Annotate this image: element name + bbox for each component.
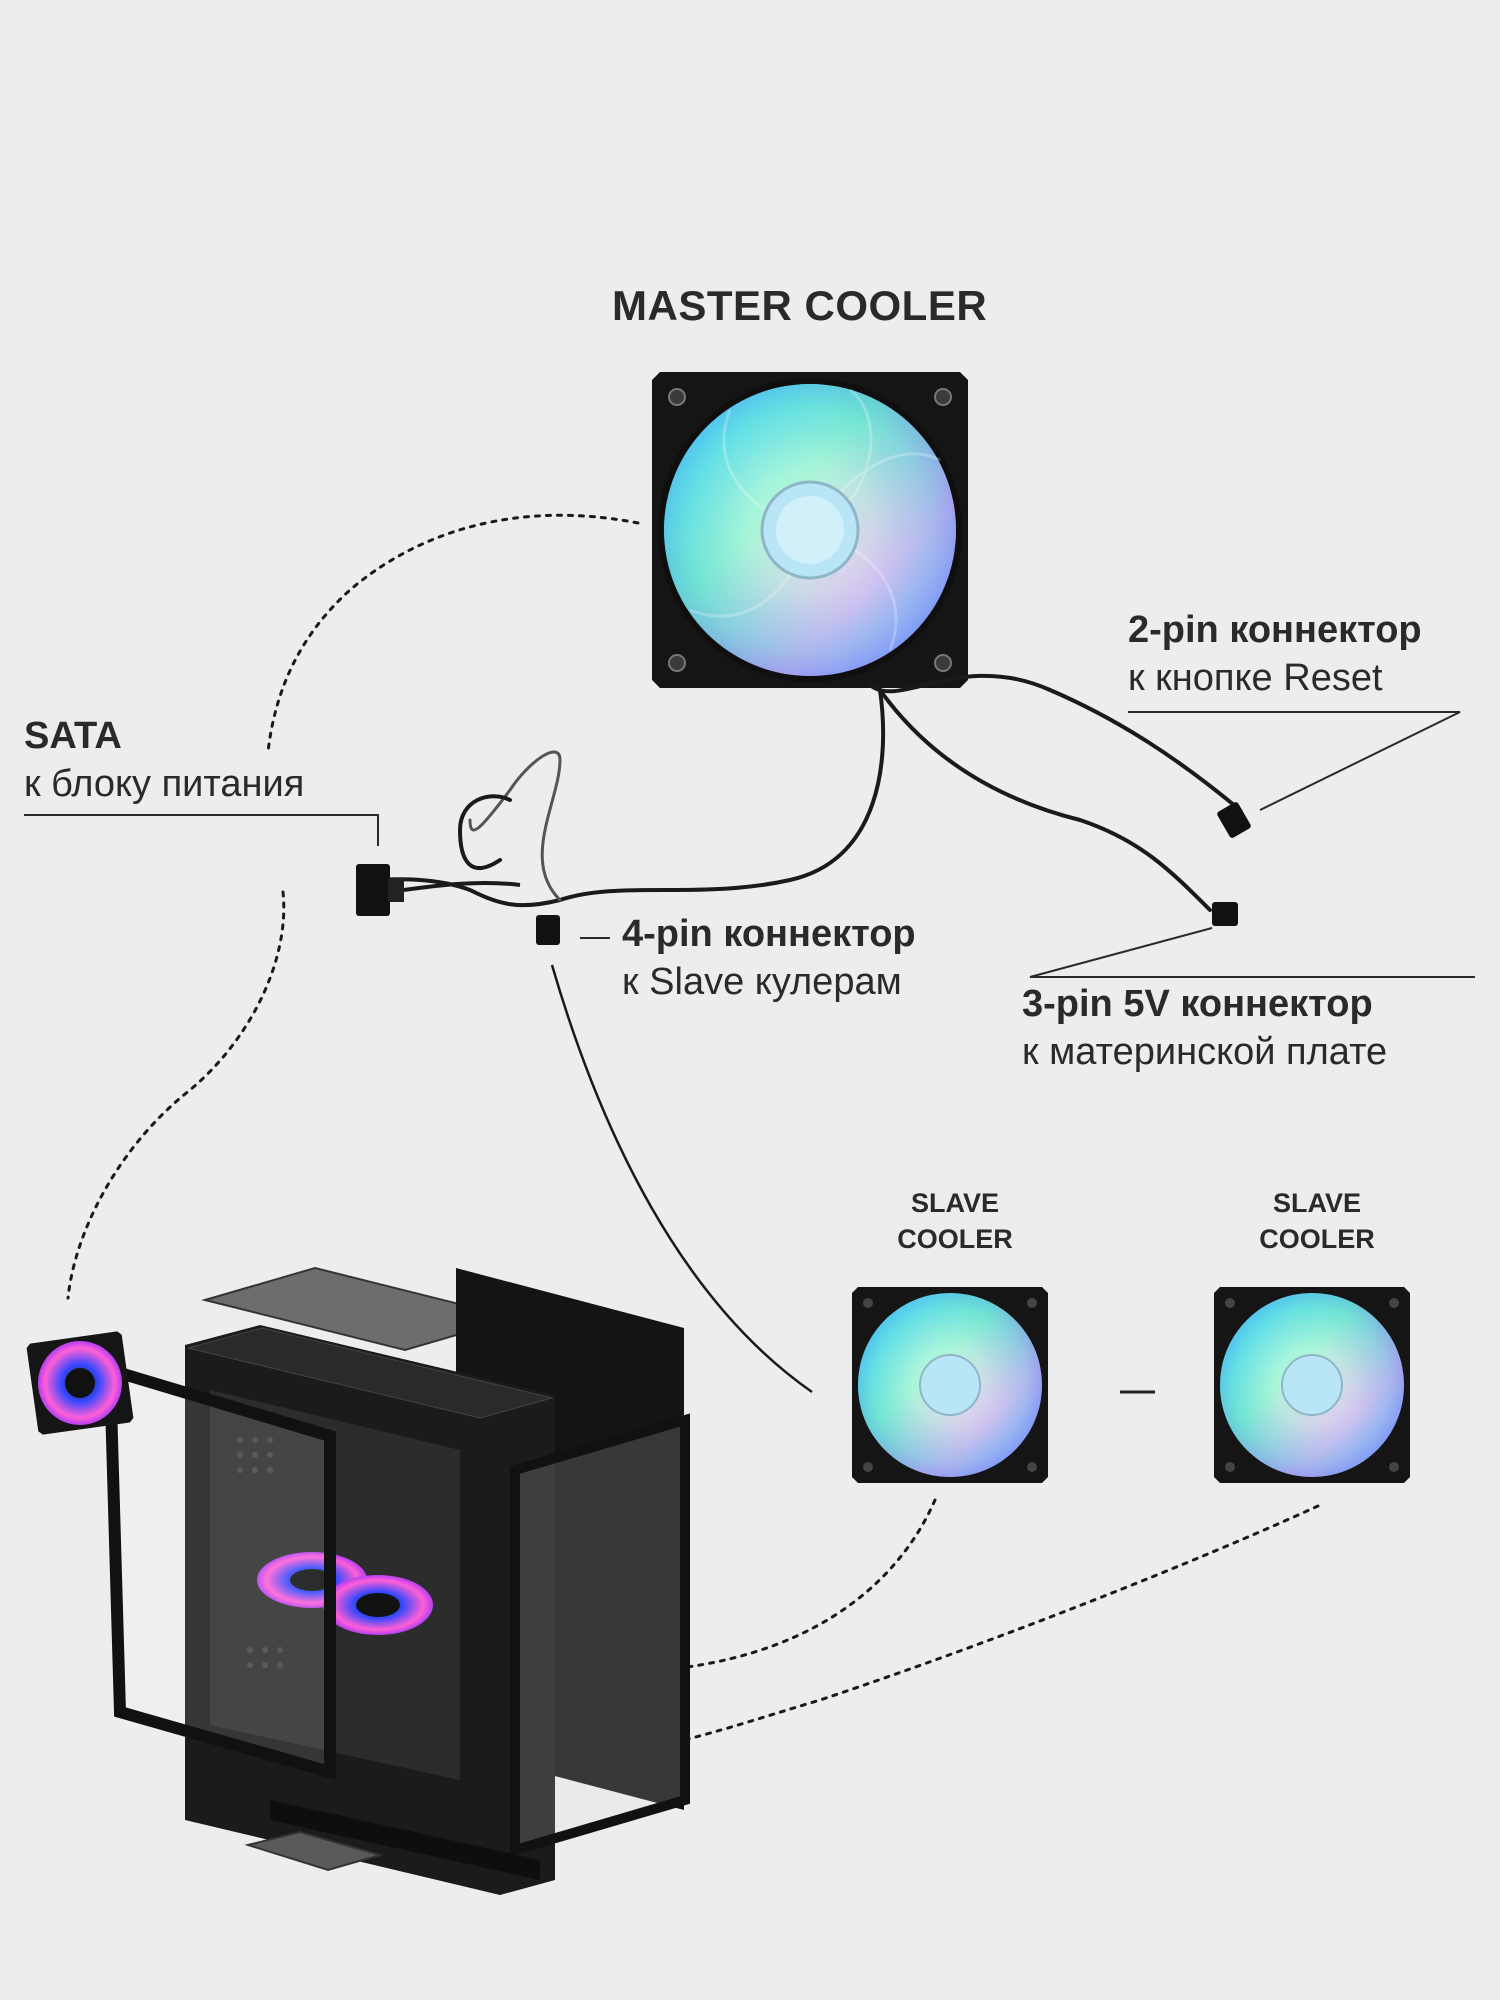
- three-pin-plug: [1212, 902, 1238, 926]
- slave-cooler-fan-1: [852, 1287, 1048, 1483]
- case-rgb-fan: [26, 1331, 134, 1435]
- four-pin-title: 4-pin коннектор: [622, 913, 916, 955]
- master-cooler-title: MASTER COOLER: [612, 282, 988, 329]
- sata-title: SATA: [24, 715, 122, 757]
- four-pin-plug: [536, 915, 560, 945]
- slave-1-line2: COOLER: [897, 1224, 1013, 1254]
- slave-cooler-label-1: SLAVE COOLER: [880, 1185, 1030, 1257]
- two-pin-title: 2-pin коннектор: [1128, 609, 1422, 651]
- sata-label: SATA к блоку питания: [24, 712, 304, 808]
- two-pin-plug: [1217, 802, 1251, 838]
- three-pin-title: 3-pin 5V коннектор: [1022, 983, 1373, 1025]
- four-pin-to-slave-curve: [550, 964, 813, 1394]
- slave-cooler-fan-2: [1214, 1287, 1410, 1483]
- slave-cooler-label-2: SLAVE COOLER: [1242, 1185, 1392, 1257]
- slave-1-line1: SLAVE: [910, 1188, 999, 1218]
- two-pin-label: 2-pin коннектор к кнопке Reset: [1128, 606, 1422, 702]
- sata-plug: [356, 864, 521, 916]
- two-pin-subtitle: к кнопке Reset: [1128, 657, 1383, 699]
- four-pin-subtitle: к Slave кулерам: [622, 961, 902, 1003]
- three-pin-label: 3-pin 5V коннектор к материнской плате: [1022, 980, 1387, 1076]
- cables: [368, 673, 1242, 912]
- four-pin-label: 4-pin коннектор к Slave кулерам: [622, 910, 916, 1006]
- slave-2-line1: SLAVE: [1272, 1188, 1361, 1218]
- slave-2-line2: COOLER: [1259, 1224, 1375, 1254]
- leader-lines: [24, 711, 1475, 978]
- pc-case: [103, 1266, 690, 1895]
- sata-subtitle: к блоку питания: [24, 763, 305, 805]
- three-pin-subtitle: к материнской плате: [1022, 1031, 1388, 1073]
- master-cooler-fan: [652, 372, 968, 688]
